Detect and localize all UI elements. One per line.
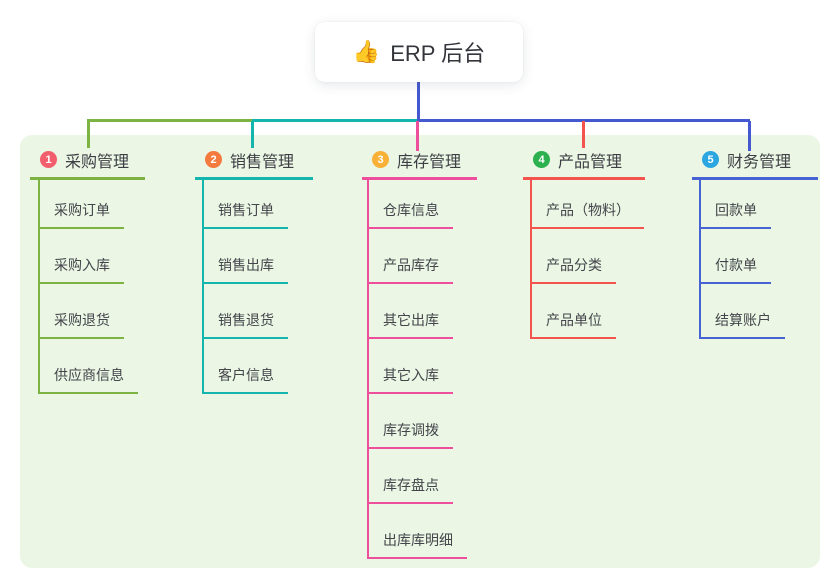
branch-background-panel	[20, 135, 820, 568]
root-connector-line	[417, 82, 420, 120]
child-node-row: 供应商信息	[38, 339, 138, 394]
child-node[interactable]: 仓库信息	[367, 200, 453, 229]
child-node[interactable]: 产品分类	[530, 255, 616, 284]
child-node[interactable]: 采购入库	[38, 255, 124, 284]
branch-4-children: 产品（物料） 产品分类 产品单位	[530, 174, 644, 339]
branch-1-label: 采购管理	[65, 153, 130, 171]
thumbs-up-icon: 👍	[352, 39, 381, 64]
child-node-row: 库存盘点	[367, 449, 467, 504]
branch-product-header[interactable]: 4 产品管理	[523, 147, 645, 180]
child-node[interactable]: 其它入库	[367, 365, 453, 394]
child-node-row: 库存调拨	[367, 394, 467, 449]
drop-line-branch-2	[251, 121, 254, 148]
child-node-row: 销售出库	[202, 229, 288, 284]
branch-4-badge: 4	[533, 151, 550, 168]
child-node[interactable]: 出库库明细	[367, 530, 467, 559]
branch-1-child-connector	[38, 179, 40, 394]
root-node-title: ERP 后台	[390, 41, 486, 66]
branch-2-children: 销售订单 销售出库 销售退货 客户信息	[202, 174, 288, 394]
child-node[interactable]: 其它出库	[367, 310, 453, 339]
child-node[interactable]: 采购退货	[38, 310, 124, 339]
branch-5-label: 财务管理	[727, 153, 792, 171]
child-node-row: 其它入库	[367, 339, 467, 394]
child-node[interactable]: 付款单	[699, 255, 771, 284]
branch-finance-header[interactable]: 5 财务管理	[692, 147, 818, 180]
bus-segment-right	[417, 119, 750, 122]
branch-3-badge: 3	[372, 151, 389, 168]
branch-5-children: 回款单 付款单 结算账户	[699, 174, 785, 339]
child-node-row: 采购入库	[38, 229, 138, 284]
branch-5-badge: 5	[702, 151, 719, 168]
child-node[interactable]: 销售退货	[202, 310, 288, 339]
drop-line-branch-3	[416, 121, 419, 151]
child-node[interactable]: 销售订单	[202, 200, 288, 229]
branch-sales-header[interactable]: 2 销售管理	[195, 147, 313, 180]
bus-segment-branch-2	[252, 119, 418, 122]
child-node[interactable]: 结算账户	[699, 310, 785, 339]
branch-2-child-connector	[202, 179, 204, 394]
branch-5-child-connector	[699, 179, 701, 339]
child-node-row: 付款单	[699, 229, 785, 284]
child-node-row: 仓库信息	[367, 174, 467, 229]
drop-line-branch-4	[582, 121, 585, 148]
child-node[interactable]: 产品（物料）	[530, 200, 644, 229]
child-node-row: 出库库明细	[367, 504, 467, 559]
child-node[interactable]: 客户信息	[202, 365, 288, 394]
child-node[interactable]: 销售出库	[202, 255, 288, 284]
child-node-row: 客户信息	[202, 339, 288, 394]
branch-2-badge: 2	[205, 151, 222, 168]
branch-4-child-connector	[530, 179, 532, 339]
branch-3-children: 仓库信息 产品库存 其它出库 其它入库 库存调拨 库存盘点 出库库明细	[367, 174, 467, 559]
branch-inventory-header[interactable]: 3 库存管理	[362, 147, 477, 180]
branch-1-badge: 1	[40, 151, 57, 168]
child-node-row: 产品（物料）	[530, 174, 644, 229]
child-node[interactable]: 回款单	[699, 200, 771, 229]
child-node-row: 销售订单	[202, 174, 288, 229]
branch-purchase-header[interactable]: 1 采购管理	[30, 147, 145, 180]
child-node[interactable]: 采购订单	[38, 200, 124, 229]
child-node[interactable]: 库存调拨	[367, 420, 453, 449]
child-node-row: 结算账户	[699, 284, 785, 339]
child-node[interactable]: 供应商信息	[38, 365, 138, 394]
drop-line-branch-5	[748, 121, 751, 151]
child-node-row: 产品库存	[367, 229, 467, 284]
child-node-row: 采购订单	[38, 174, 138, 229]
child-node-row: 销售退货	[202, 284, 288, 339]
branch-1-children: 采购订单 采购入库 采购退货 供应商信息	[38, 174, 138, 394]
drop-line-branch-1	[87, 121, 90, 148]
child-node-row: 产品分类	[530, 229, 644, 284]
child-node-row: 产品单位	[530, 284, 644, 339]
child-node-row: 回款单	[699, 174, 785, 229]
bus-segment-branch-1	[87, 119, 253, 122]
branch-4-label: 产品管理	[558, 153, 623, 171]
child-node-row: 采购退货	[38, 284, 138, 339]
child-node[interactable]: 库存盘点	[367, 475, 453, 504]
branch-2-label: 销售管理	[230, 153, 295, 171]
branch-3-label: 库存管理	[397, 153, 462, 171]
child-node[interactable]: 产品单位	[530, 310, 616, 339]
branch-3-child-connector	[367, 179, 369, 559]
root-node[interactable]: 👍 ERP 后台	[315, 22, 523, 82]
child-node[interactable]: 产品库存	[367, 255, 453, 284]
child-node-row: 其它出库	[367, 284, 467, 339]
